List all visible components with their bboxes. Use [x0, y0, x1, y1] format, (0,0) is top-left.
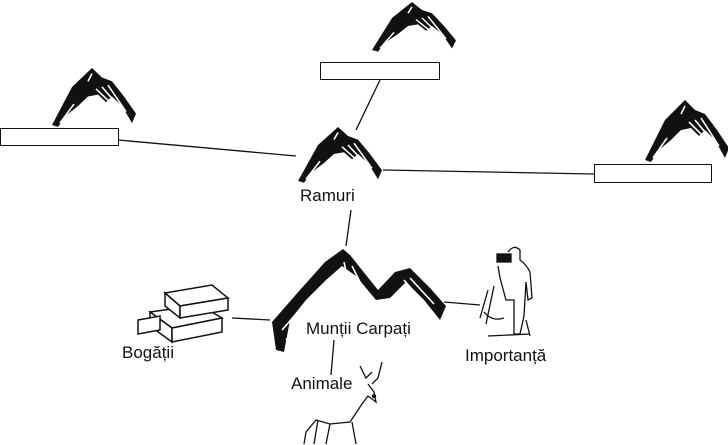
connector-top-box [355, 79, 381, 131]
muntii-carpati-label: Munții Carpați [306, 319, 411, 338]
mountain-icon-main [272, 249, 446, 352]
mountain-icon-right [644, 99, 728, 163]
blank-answer-box-left[interactable] [0, 128, 119, 146]
blank-answer-box-right[interactable] [594, 164, 712, 183]
connector-bogatii [231, 317, 271, 321]
mountain-icon-top [371, 1, 457, 53]
ramuri-label: Ramuri [300, 186, 355, 205]
connector-animale [330, 339, 335, 376]
gold-bars-icon [137, 284, 230, 344]
connector-left-box [117, 139, 297, 157]
blank-answer-box-top[interactable] [320, 62, 440, 80]
importanta-label: Importanță [465, 346, 547, 365]
deer-icon [303, 361, 383, 445]
animale-label: Animale [291, 374, 353, 393]
hiker-with-binoculars-icon [479, 246, 533, 337]
connector-ramuri-main [345, 209, 352, 247]
bogatii-label: Bogății [122, 343, 174, 362]
connector-lines [117, 79, 595, 376]
mountain-icon-ramuri [297, 126, 383, 184]
mountain-icon-left [51, 67, 137, 128]
connector-importanta [443, 301, 481, 306]
connector-right-box [382, 169, 595, 175]
